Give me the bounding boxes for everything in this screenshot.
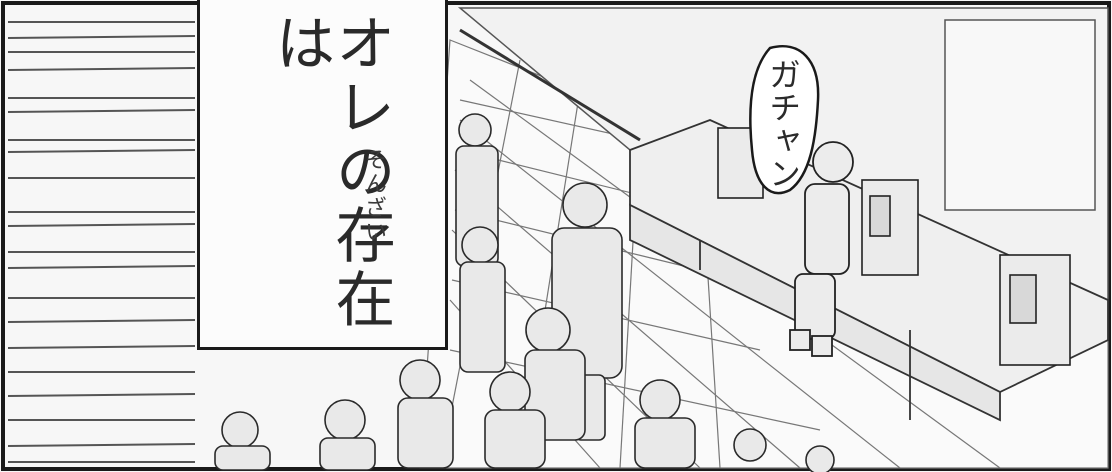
- speed-lines-icon: [7, 21, 196, 463]
- caption-main-text: オレの存在は: [265, 12, 395, 332]
- person-at-phone: [789, 141, 854, 357]
- caption-ruby-text: そんざい: [361, 148, 386, 244]
- sfx-bubble: [749, 45, 820, 195]
- caption-box: オレの存在は そんざい: [197, 0, 448, 350]
- sfx-text: ガチャン: [764, 58, 802, 190]
- person-icon: [214, 113, 835, 472]
